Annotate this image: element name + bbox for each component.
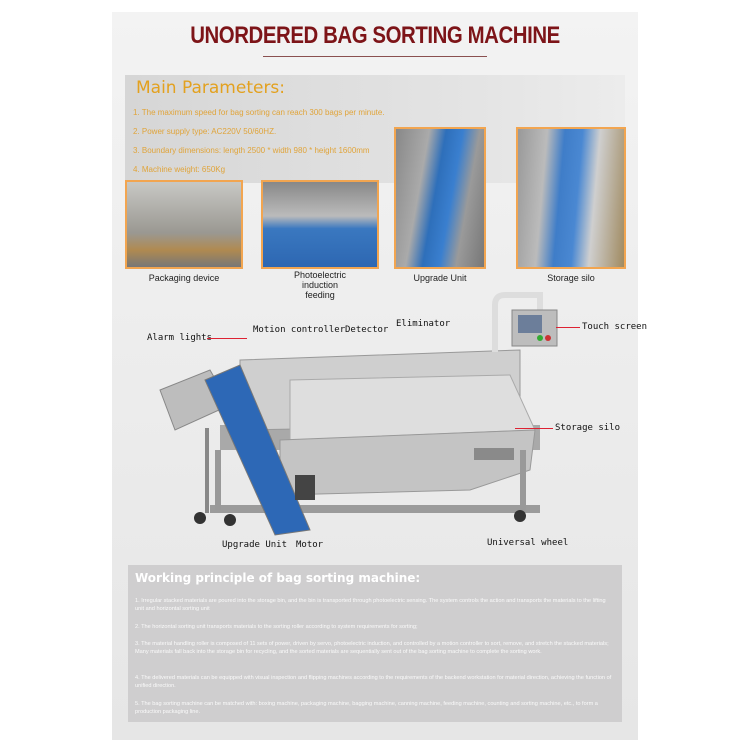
working-item: 4. The delivered materials can be equipp… [135,675,612,689]
label-line [556,327,580,328]
working-principle-box [128,565,622,722]
photo-caption: Upgrade Unit [413,273,467,283]
label-touch-screen: Touch screen [582,322,648,332]
parameter-item: 3. Boundary dimensions: length 2500 * wi… [133,146,370,155]
page-title: UNORDERED BAG SORTING MACHINE [190,22,560,49]
label-upgrade-unit: Upgrade Unit [222,540,288,550]
working-principle-heading: Working principle of bag sorting machine… [135,571,421,585]
working-item: 2. The horizontal sorting unit transport… [135,624,418,630]
label-motion-controller: Motion controller [253,325,346,335]
photo-upgrade-unit [394,127,486,269]
label-storage-silo: Storage silo [555,423,621,433]
photo-packaging-device [125,180,243,269]
label-alarm-lights: Alarm lights [147,333,213,343]
label-universal-wheel: Universal wheel [487,538,569,548]
label-motor: Motor [296,540,324,550]
photo-caption: Storage silo [547,273,595,283]
working-item: 5. The bag sorting machine can be matche… [135,701,598,715]
parameter-item: 1. The maximum speed for bag sorting can… [133,108,385,117]
parameter-item: 4. Machine weight: 650Kg [133,165,226,174]
label-eliminator: Eliminator [396,319,451,329]
working-item: 3. The material handling roller is compo… [135,641,609,655]
photo-caption: Photoelectric induction feeding [293,270,347,300]
machine-illustration [159,292,558,536]
photo-caption: Packaging device [148,273,220,283]
parameter-item: 2. Power supply type: AC220V 50/60HZ. [133,127,277,136]
label-line [515,428,553,429]
label-line [207,338,247,339]
working-item: 1. Irregular stacked materials are poure… [135,598,606,612]
parameters-heading: Main Parameters: [136,78,286,98]
photo-storage-silo [516,127,626,269]
label-detector: Detector [345,325,389,335]
title-underline [263,56,487,57]
photo-photoelectric-feeding [261,180,379,269]
